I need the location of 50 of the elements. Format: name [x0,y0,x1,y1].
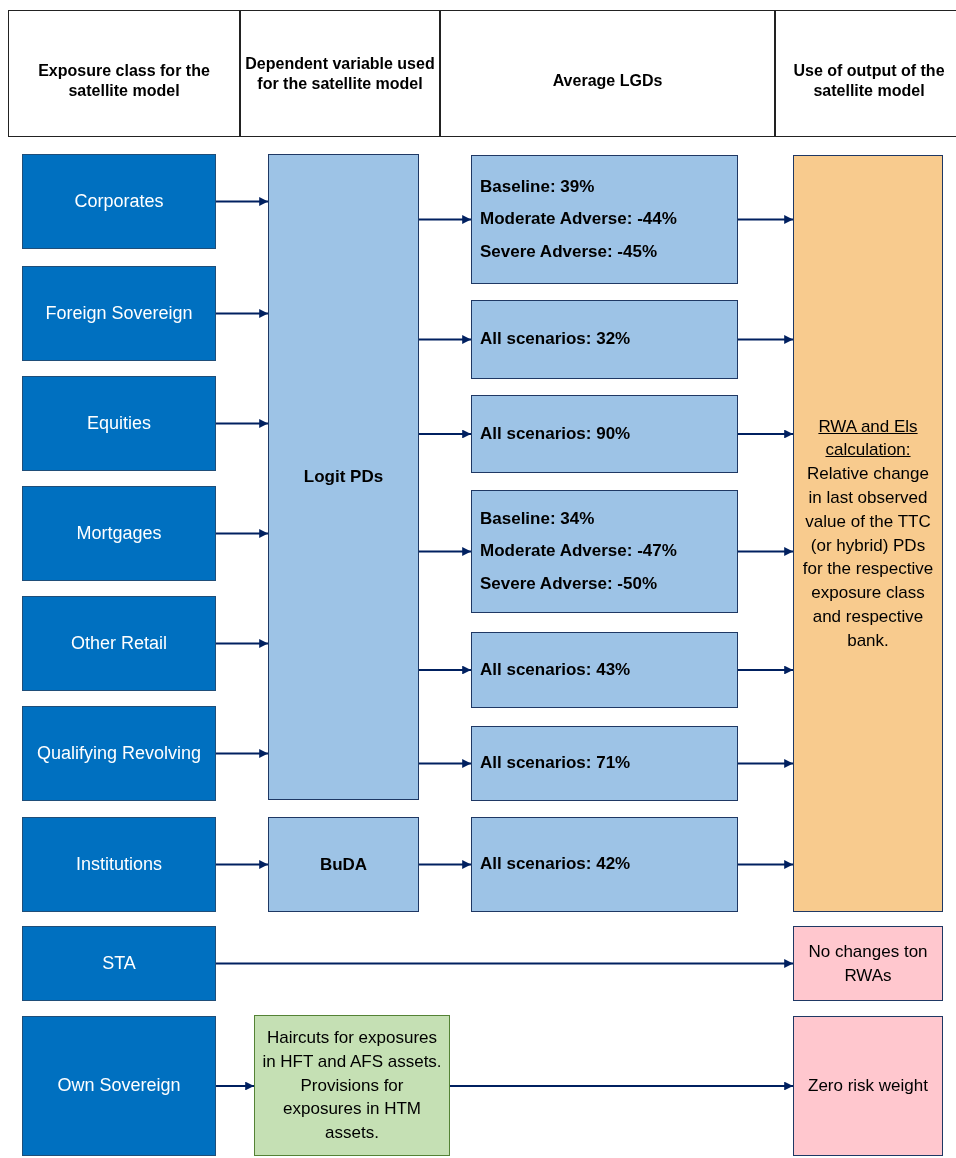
variable-box: Logit PDs [268,154,419,800]
column-header: Use of output of the satellite model [775,10,956,137]
exposure-class-box: Mortgages [22,486,216,581]
lgd-box: All scenarios: 43% [471,632,738,708]
result-box: Zero risk weight [793,1016,943,1156]
exposure-class-box: Institutions [22,817,216,912]
arrow [419,860,471,869]
arrow [419,665,471,675]
arrow [216,749,268,758]
arrow [216,860,268,869]
arrow [419,335,471,344]
arrow [216,639,268,648]
exposure-class-box: Qualifying Revolving [22,706,216,801]
arrow [216,309,268,318]
column-header: Average LGDs [440,10,775,137]
exposure-class-box: Equities [22,376,216,471]
lgd-box: All scenarios: 90% [471,395,738,473]
lgd-box: All scenarios: 32% [471,300,738,379]
output-box: RWA and Els calculation: Relative change in last observed value of the TTC (or hybrid) PDs for the respective exposure class and respective bank. [793,155,943,912]
arrow [738,547,793,556]
arrow [738,759,793,768]
arrow [216,1081,254,1091]
haircut-box: Haircuts for exposures in HFT and AFS assets. Provisions for exposures in HTM assets. [254,1015,450,1156]
lgd-box: All scenarios: 42% [471,817,738,912]
lgd-box: Baseline: 39% Moderate Adverse: -44% Severe Adverse: -45% [471,155,738,284]
arrow [738,860,793,869]
arrow [450,1081,793,1091]
column-header: Exposure class for the satellite model [8,10,240,137]
exposure-class-box: Corporates [22,154,216,249]
arrow [216,197,268,206]
exposure-class-box: Foreign Sovereign [22,266,216,361]
variable-box: BuDA [268,817,419,912]
exposure-class-box: STA [22,926,216,1001]
result-box: No changes ton RWAs [793,926,943,1001]
arrow [738,665,793,675]
arrow [216,529,268,538]
column-header: Dependent variable used for the satellite model [240,10,440,137]
arrow [419,547,471,556]
arrow [738,429,793,439]
lgd-box: Baseline: 34% Moderate Adverse: -47% Severe Adverse: -50% [471,490,738,613]
exposure-class-box: Own Sovereign [22,1016,216,1156]
arrow [738,335,793,344]
exposure-class-box: Other Retail [22,596,216,691]
lgd-box: All scenarios: 71% [471,726,738,801]
arrow [216,419,268,428]
arrow [419,759,471,768]
arrow [419,215,471,224]
arrow [738,215,793,224]
arrow [216,959,793,968]
arrow [419,429,471,439]
